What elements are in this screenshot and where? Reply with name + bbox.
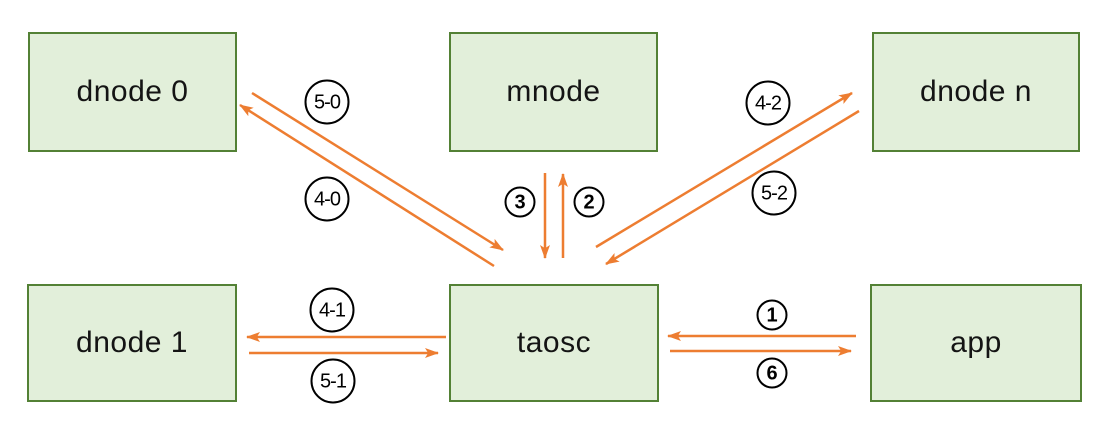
node-taosc-label: taosc [516,326,592,359]
edge-label-4-2: 4-2 [745,80,791,126]
node-dnode0-label: dnode 0 [76,75,189,108]
edge-label-6: 6 [756,357,788,389]
edge-label-5-0: 5-0 [304,79,350,125]
node-app-label: app [950,326,1002,359]
edge-label-4-1: 4-1 [309,287,355,333]
node-mnode-label: mnode [506,75,601,108]
arrow-4-0-taosc-to-dnode0 [239,103,495,268]
node-dnode1-label: dnode 1 [76,326,188,359]
arrow-5-2-dnoden-to-taosc [605,109,860,266]
node-app: app [870,284,1082,402]
node-taosc: taosc [449,284,659,402]
node-dnoden-label: dnode n [920,75,1032,108]
node-mnode: mnode [449,32,658,152]
node-dnode1: dnode 1 [27,284,237,402]
edge-label-3: 3 [504,186,536,218]
edge-label-4-0: 4-0 [304,176,350,222]
edge-label-2: 2 [573,186,605,218]
edge-label-1: 1 [756,299,788,331]
edge-label-5-2: 5-2 [751,170,797,216]
edge-label-5-1: 5-1 [310,358,356,404]
node-dnoden: dnode n [872,32,1080,152]
node-dnode0: dnode 0 [28,32,237,152]
arrow-5-0-dnode0-to-taosc [251,91,504,252]
arrow-4-2-taosc-to-dnoden [595,91,853,249]
